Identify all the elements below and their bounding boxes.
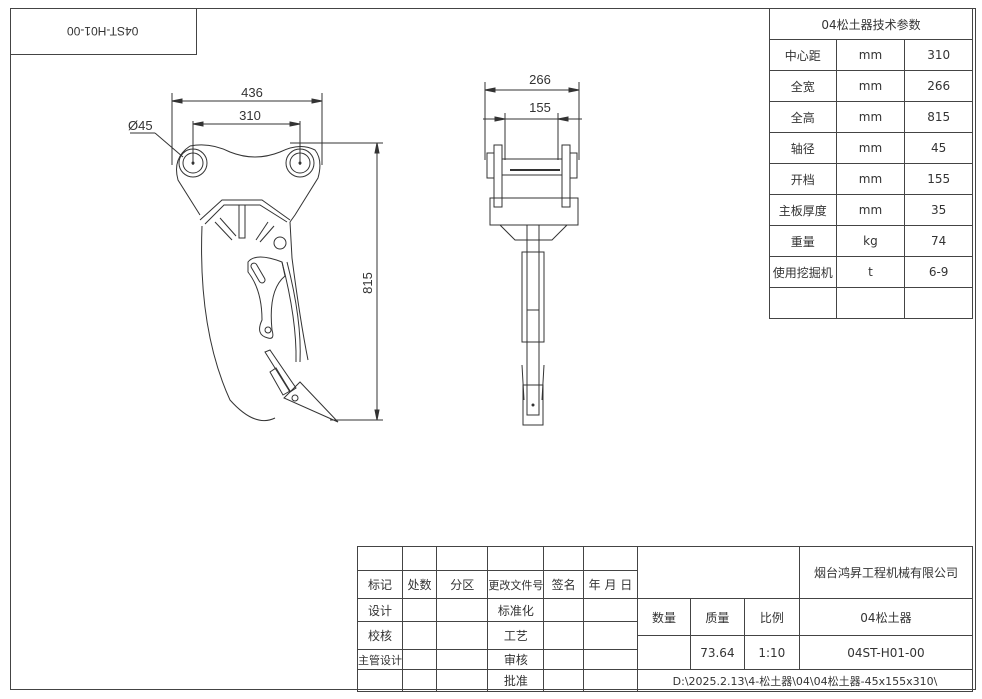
spec-value: 310 bbox=[904, 39, 973, 71]
dim-815-label: 815 bbox=[360, 272, 375, 294]
front-view: 266 155 bbox=[483, 72, 582, 426]
spec-name: 使用挖掘机 bbox=[769, 256, 837, 288]
mass-label: 质量 bbox=[690, 598, 745, 636]
spec-unit: mm bbox=[835, 163, 906, 195]
spec-name: 开档 bbox=[769, 163, 837, 195]
role-check: 校核 bbox=[357, 621, 403, 650]
role-empty bbox=[357, 669, 403, 692]
spec-value: 155 bbox=[904, 163, 973, 195]
role-standardization: 标准化 bbox=[487, 598, 545, 622]
dim-diameter-label: Ø45 bbox=[128, 118, 153, 133]
spec-value: 266 bbox=[904, 70, 973, 102]
spec-name: 轴径 bbox=[769, 132, 837, 164]
quantity-label: 数量 bbox=[636, 598, 692, 636]
company-name: 烟台鸿昇工程机械有限公司 bbox=[798, 546, 974, 599]
role-chief-design: 主管设计 bbox=[357, 649, 403, 670]
dim-155-label: 155 bbox=[529, 100, 551, 115]
scale-label: 比例 bbox=[743, 598, 800, 636]
blank-cell bbox=[636, 546, 800, 599]
part-name: 04松土器 bbox=[798, 598, 974, 636]
spec-unit: t bbox=[835, 256, 906, 288]
role-approve: 批准 bbox=[487, 669, 545, 692]
dim-436-label: 436 bbox=[241, 85, 263, 100]
spec-unit: mm bbox=[835, 194, 906, 226]
spec-unit: mm bbox=[835, 39, 906, 71]
spec-name: 全宽 bbox=[769, 70, 837, 102]
header-mark: 标记 bbox=[357, 570, 403, 599]
header-zone: 分区 bbox=[436, 570, 489, 599]
role-process: 工艺 bbox=[487, 621, 545, 650]
spec-name: 中心距 bbox=[769, 39, 837, 71]
rotated-code-box: 04ST-H01-00 bbox=[10, 8, 197, 55]
header-count: 处数 bbox=[401, 570, 438, 599]
role-design: 设计 bbox=[357, 598, 403, 622]
spec-value: 45 bbox=[904, 132, 973, 164]
spec-table-title: 04松土器技术参数 bbox=[769, 8, 973, 40]
spec-value: 6-9 bbox=[904, 256, 973, 288]
spec-unit: mm bbox=[835, 101, 906, 133]
ripper-tooth bbox=[283, 381, 339, 423]
shank-back bbox=[201, 225, 276, 422]
spec-name: 全高 bbox=[769, 101, 837, 133]
quantity-value bbox=[636, 635, 692, 670]
title-block: 烟台鸿昇工程机械有限公司 标记 处数 分区 更改文件号 签名 年 月 日 设计 … bbox=[357, 546, 974, 692]
file-path: D:\2025.2.13\4-松土器\04\04松土器-45x155x310\ bbox=[636, 669, 974, 692]
side-view: 436 310 Ø45 815 bbox=[128, 85, 383, 423]
spec-unit: kg bbox=[835, 225, 906, 257]
spec-value: 74 bbox=[904, 225, 973, 257]
spec-name: 主板厚度 bbox=[769, 194, 837, 226]
mass-value: 73.64 bbox=[690, 635, 745, 670]
drawing-number: 04ST-H01-00 bbox=[798, 635, 974, 670]
role-review: 审核 bbox=[487, 649, 545, 670]
spec-value: 35 bbox=[904, 194, 973, 226]
table-row-empty bbox=[769, 287, 973, 319]
spec-unit: mm bbox=[835, 70, 906, 102]
spec-name: 重量 bbox=[769, 225, 837, 257]
header-signature: 签名 bbox=[543, 570, 584, 599]
dim-310-label: 310 bbox=[239, 108, 261, 123]
header-change-doc: 更改文件号 bbox=[487, 570, 545, 599]
spec-value: 815 bbox=[904, 101, 973, 133]
dim-266-label: 266 bbox=[529, 72, 551, 87]
shank-front bbox=[289, 221, 309, 361]
scale-value: 1:10 bbox=[743, 635, 800, 670]
ear-plate bbox=[189, 144, 321, 223]
spec-unit: mm bbox=[835, 132, 906, 164]
header-date: 年 月 日 bbox=[582, 570, 638, 599]
